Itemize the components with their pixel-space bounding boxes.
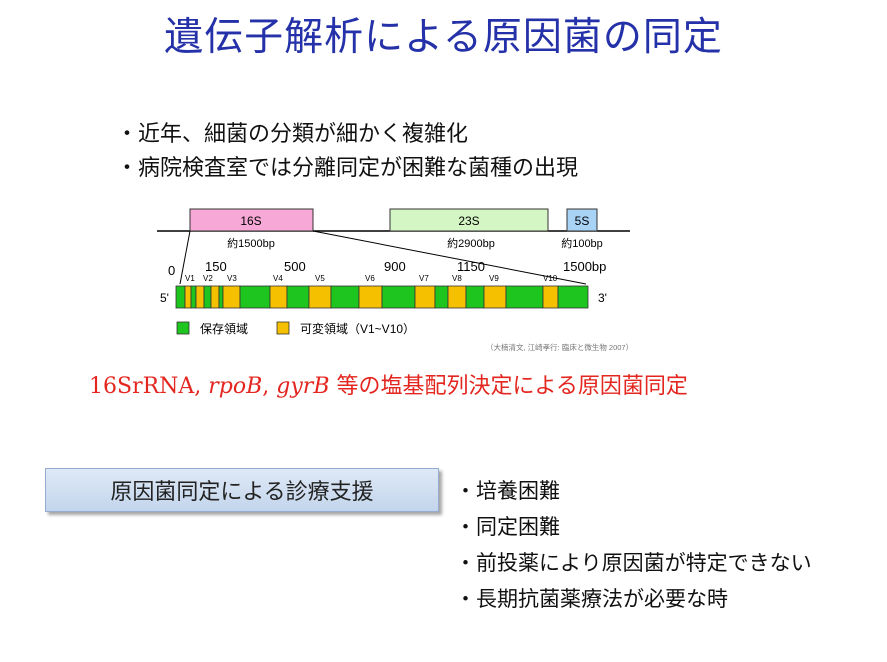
gene-box-5s xyxy=(566,208,598,232)
region-label: V10 xyxy=(543,274,558,283)
conserved-segment xyxy=(239,285,271,309)
gene-box-23s xyxy=(389,208,549,232)
five-prime-end: 5' xyxy=(160,291,169,305)
caption-text: 16SrRNA, xyxy=(89,374,209,399)
legend-variable-swatch xyxy=(276,321,290,335)
conserved-segment xyxy=(465,285,485,309)
region-label: V9 xyxy=(489,274,499,283)
variable-segment-v9 xyxy=(483,285,507,309)
legend-variable-label: 可変領域（V1~V10） xyxy=(300,321,415,336)
variable-segment-v8 xyxy=(447,285,467,309)
list-item: ・前投薬により原因菌が特定できない xyxy=(455,551,812,575)
position-tick: 1500bp xyxy=(563,259,606,274)
method-caption: 16SrRNA, rpoB, gyrB 等の塩基配列決定による原因菌同定 xyxy=(89,368,688,400)
conserved-segment xyxy=(557,285,589,309)
gene-size-5s: 約100bp xyxy=(561,236,603,250)
conserved-segment xyxy=(434,285,449,309)
variable-segment-v4 xyxy=(269,285,288,309)
conserved-segment xyxy=(190,285,197,309)
conserved-segment xyxy=(175,285,186,309)
page-title: 遺伝子解析による原因菌の同定 xyxy=(164,15,723,60)
position-tick: 900 xyxy=(384,259,406,274)
intro-bullets: ・近年、細菌の分類が細かく複雑化 ・病院検査室では分離同定が困難な菌種の出現 xyxy=(116,118,578,186)
caption-gene-rpob: rpoB xyxy=(208,374,263,399)
legend-conserved-label: 保存領域 xyxy=(200,321,248,336)
caption-text: 等の塩基配列決定による原因菌同定 xyxy=(329,374,688,399)
region-label: V2 xyxy=(203,274,213,283)
list-item: ・長期抗菌薬療法が必要な時 xyxy=(455,587,728,611)
gene-box-16s xyxy=(189,208,314,232)
list-item: ・同定困難 xyxy=(455,515,560,539)
variable-segment-v5 xyxy=(308,285,332,309)
variable-segment-v7 xyxy=(414,285,436,309)
variable-segment-v1 xyxy=(184,285,192,309)
position-tick: 500 xyxy=(284,259,306,274)
position-tick: 150 xyxy=(205,259,227,274)
zoom-line-left xyxy=(179,230,191,285)
region-label: V3 xyxy=(227,274,237,283)
gene-label-16s: 16S xyxy=(240,214,261,228)
conserved-segment xyxy=(286,285,310,309)
gene-label-23s: 23S xyxy=(458,214,479,228)
zoom-line-right xyxy=(312,230,587,285)
region-label: V7 xyxy=(419,274,429,283)
position-tick: 0 xyxy=(168,263,175,278)
indication-list: ・培養困難 ・同定困難 ・前投薬により原因菌が特定できない ・長期抗菌薬療法が必… xyxy=(455,473,812,617)
conserved-segment xyxy=(330,285,360,309)
variable-segment-v10 xyxy=(542,285,559,309)
bullet-item: ・近年、細菌の分類が細かく複雑化 xyxy=(116,122,469,147)
rrna-16s-bar xyxy=(175,285,589,309)
conserved-segment xyxy=(203,285,212,309)
list-item: ・培養困難 xyxy=(455,479,560,503)
variable-segment-v2 xyxy=(195,285,205,309)
support-label-box: 原因菌同定による診療支援 xyxy=(45,468,439,512)
region-label: V6 xyxy=(365,274,375,283)
conserved-segment xyxy=(218,285,224,309)
gene-size-23s: 約2900bp xyxy=(447,236,495,250)
variable-segment-v2b xyxy=(210,285,220,309)
citation: （大楠清文, 江崎孝行: 臨床と微生物 2007） xyxy=(486,342,633,352)
caption-text: , xyxy=(262,374,277,399)
conserved-segment xyxy=(381,285,416,309)
legend-conserved-swatch xyxy=(176,321,190,335)
region-label: V4 xyxy=(273,274,283,283)
variable-segment-v6 xyxy=(358,285,383,309)
bullet-item: ・病院検査室では分離同定が困難な菌種の出現 xyxy=(116,156,579,181)
gene-label-5s: 5S xyxy=(575,214,590,228)
region-label: V5 xyxy=(315,274,325,283)
conserved-segment xyxy=(505,285,544,309)
region-label: V1 xyxy=(185,274,195,283)
region-label: V8 xyxy=(452,274,462,283)
rrna-operon-diagram: 16S 23S 5S 約1500bp 約2900bp 約100bp 0 150 … xyxy=(157,208,633,352)
variable-segment-v3 xyxy=(222,285,241,309)
three-prime-end: 3' xyxy=(598,291,607,305)
gene-size-16s: 約1500bp xyxy=(227,236,275,250)
caption-gene-gyrb: gyrB xyxy=(276,374,330,399)
position-tick: 1150 xyxy=(457,259,485,274)
